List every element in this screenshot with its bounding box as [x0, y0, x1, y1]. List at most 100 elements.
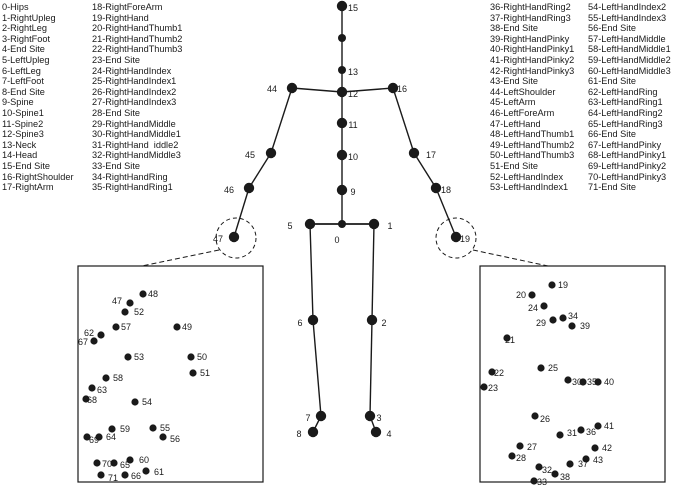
legend-entry: 15-End Site [2, 160, 51, 171]
joint-label-19: 19 [460, 234, 470, 244]
right-hand-joint-26 [531, 412, 539, 420]
right-hand-joint-38 [551, 470, 559, 478]
left-hand-joint-label-70: 70 [102, 459, 112, 469]
right-hand-joint-label-19: 19 [558, 280, 568, 290]
legend-entry: 20-RightHandThumb1 [92, 23, 183, 34]
legend-entry: 49-LeftHandThumb2 [490, 139, 575, 150]
legend-entry: 9-Spine [2, 97, 34, 108]
right-hand-joint-label-30: 30 [572, 377, 582, 387]
right-hand-joint-41 [594, 422, 602, 430]
right-hand-joint-label-20: 20 [516, 290, 526, 300]
right-hand-joint-25 [537, 364, 545, 372]
right-hand-joint-23 [480, 383, 488, 391]
left-hand-joint-label-56: 56 [170, 434, 180, 444]
legend-entry: 4-End Site [2, 44, 45, 55]
legend-entry: 39-RightHandPinky [490, 33, 570, 44]
legend-entry: 25-RightHandIndex1 [92, 76, 177, 87]
legend-entry: 63-LeftHandRing1 [588, 97, 663, 108]
legend-entry: 33-End Site [92, 160, 141, 171]
right-hand-joint-40 [594, 378, 602, 386]
left-hand-joint-label-59: 59 [120, 424, 130, 434]
left-hand-joint-66 [121, 471, 129, 479]
legend-entry: 6-LeftLeg [2, 65, 41, 76]
right-hand-joint-35 [579, 378, 587, 386]
left-hand-joint-50 [187, 353, 195, 361]
legend-entry: 70-LeftHandPinky3 [588, 171, 667, 182]
legend-entry: 41-RightHandPinky2 [490, 54, 575, 65]
right-hand-joint-label-28: 28 [516, 453, 526, 463]
joint-label-18: 18 [441, 185, 451, 195]
right-hand-joint-label-42: 42 [602, 443, 612, 453]
legend-entry: 68-LeftHandPinky1 [588, 150, 667, 161]
joint-7 [315, 410, 327, 422]
right-hand-joint-28 [508, 452, 516, 460]
legend-entry: 1-RightUpleg [2, 12, 56, 23]
legend-entry: 32-RightHandMiddle3 [92, 150, 181, 161]
legend-entry: 13-Neck [2, 139, 37, 150]
legend-entry: 42-RightHandPinky3 [490, 65, 575, 76]
legend-entry: 58-LeftHandMiddle1 [588, 44, 671, 55]
joint-label-13: 13 [348, 67, 358, 77]
right-hand-joint-label-34: 34 [568, 311, 578, 321]
joint-6 [307, 314, 319, 326]
legend-entry: 44-LeftShoulder [490, 86, 556, 97]
legend-entry: 23-End Site [92, 54, 141, 65]
left-hand-joint-label-62: 62 [84, 328, 94, 338]
joint-label-1: 1 [387, 221, 392, 231]
joint-label-12: 12 [348, 89, 358, 99]
right-hand-joint-label-37: 37 [578, 459, 588, 469]
left-hand-joint-68 [82, 395, 90, 403]
left-hand-joint-label-49: 49 [182, 322, 192, 332]
joint-12 [336, 86, 348, 98]
legend-entry: 16-RightShoulder [2, 171, 74, 182]
legend-entry: 56-End Site [588, 23, 637, 34]
left-hand-joint-label-64: 64 [106, 432, 116, 442]
left-hand-joint-70 [93, 459, 101, 467]
left-hand-joint-label-55: 55 [160, 423, 170, 433]
legend-entry: 28-End Site [92, 107, 141, 118]
left-hand-joint-label-66: 66 [131, 471, 141, 481]
legend-entry: 31-RightHand iddle2 [92, 139, 179, 150]
legend-entry: 69-LeftHandPinky2 [588, 160, 667, 171]
left-hand-joint-label-60: 60 [139, 455, 149, 465]
legend-entry: 57-LeftHandMiddle [588, 33, 666, 44]
left-hand-joint-52 [121, 308, 129, 316]
legend-entry: 48-LeftHandThumb1 [490, 129, 575, 140]
left-hand-joint-61 [142, 467, 150, 475]
right-hand-detail-box [479, 265, 666, 483]
right-hand-joint-31 [556, 431, 564, 439]
legend-entry: 14-Head [2, 150, 38, 161]
legend-entry: 3-RightFoot [2, 33, 51, 44]
left-hand-joint-label-53: 53 [134, 352, 144, 362]
legend-entry: 30-RightHandMiddle1 [92, 129, 181, 140]
joint-16 [387, 82, 399, 94]
joint-label-15: 15 [348, 3, 358, 13]
legend-entry: 29-RightHandMiddle [92, 118, 176, 129]
left-hand-joint-57 [112, 323, 120, 331]
left-hand-callout-circle [215, 217, 257, 259]
right-hand-joint-label-35: 35 [587, 377, 597, 387]
joint-label-45: 45 [245, 150, 255, 160]
legend-entry: 51-End Site [490, 160, 539, 171]
right-hand-joint-label-40: 40 [604, 377, 614, 387]
right-hand-joint-30 [564, 376, 572, 384]
legend-entry: 5-LeftUpleg [2, 54, 50, 65]
right-hand-joint-34 [559, 314, 567, 322]
joint-10 [336, 149, 348, 161]
joint-44 [286, 82, 298, 94]
left-hand-joint-label-63: 63 [97, 385, 107, 395]
joint-label-10: 10 [348, 152, 358, 162]
joint-5 [304, 218, 316, 230]
joint-13 [338, 66, 346, 74]
joint-46 [243, 182, 255, 194]
right-hand-joint-21 [503, 334, 511, 342]
legend-entry: 35-RightHandRing1 [92, 182, 173, 193]
left-hand-joint-54 [131, 398, 139, 406]
joint-label-44: 44 [267, 84, 277, 94]
joint-label-3: 3 [376, 413, 381, 423]
joint-17 [408, 147, 420, 159]
right-hand-joint-42 [591, 444, 599, 452]
left-hand-joint-67 [90, 337, 98, 345]
legend-entry: 60-LeftHandMiddle3 [588, 65, 671, 76]
